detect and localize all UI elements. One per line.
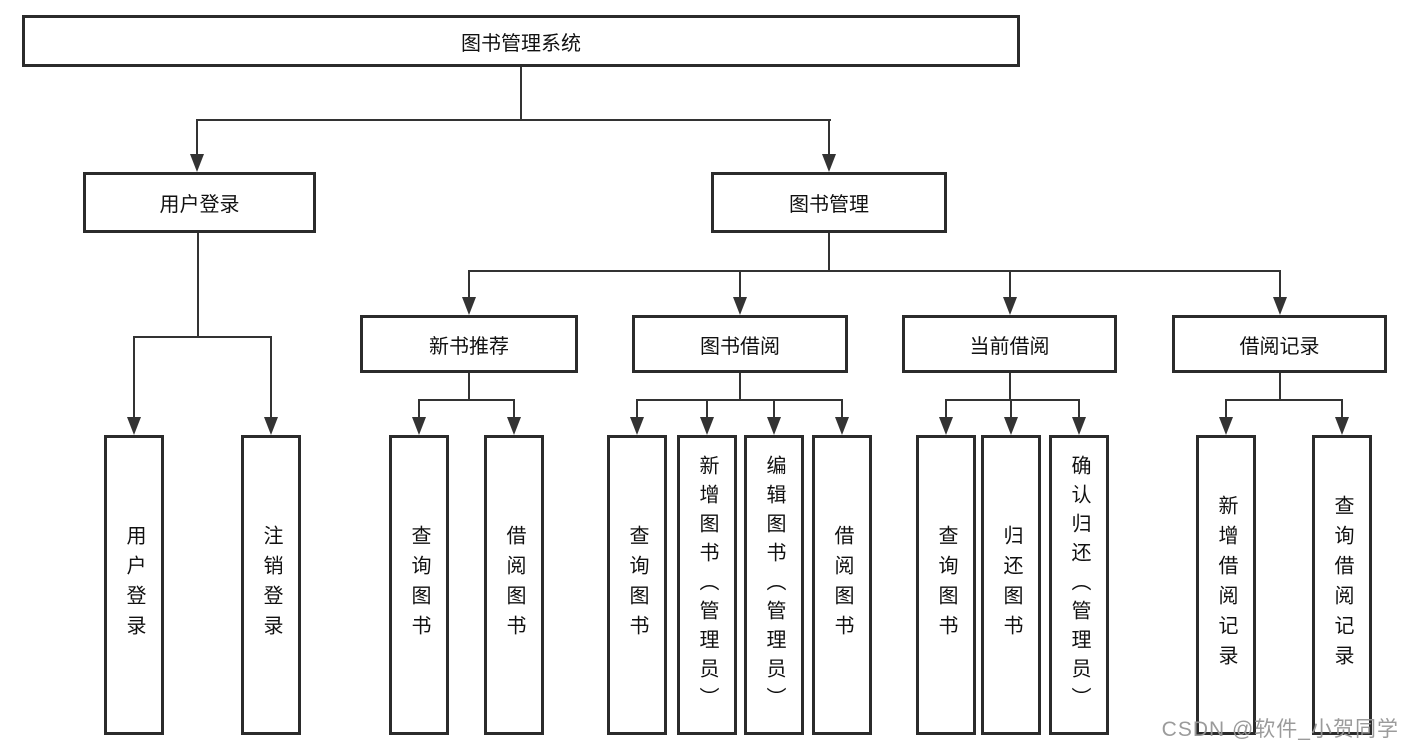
arrowhead-query-book-rec	[412, 417, 426, 435]
node-new-book-rec: 新书推荐	[360, 315, 578, 373]
connector-drop-query-book-current	[945, 399, 947, 418]
arrowhead-book-borrow	[733, 297, 747, 315]
arrowhead-edit-book-admin	[767, 417, 781, 435]
arrowhead-query-record	[1335, 417, 1349, 435]
connector-user-login-rail	[133, 336, 272, 338]
connector-drop-current-borrow	[1009, 270, 1011, 298]
arrowhead-borrow-records	[1273, 297, 1287, 315]
node-user-login: 用户登录	[83, 172, 316, 233]
connector-new-book-rec-stem	[468, 373, 470, 400]
leaf-return-book-label: 归还图书	[1000, 525, 1022, 645]
arrowhead-user-login	[190, 154, 204, 172]
node-root-label: 图书管理系统	[461, 32, 581, 55]
node-user-login-label: 用户登录	[159, 194, 240, 216]
connector-drop-return-book	[1010, 399, 1012, 418]
node-borrow-records-label: 借阅记录	[1239, 335, 1320, 358]
node-current-borrow: 当前借阅	[902, 315, 1117, 373]
node-current-borrow-label: 当前借阅	[969, 335, 1050, 358]
connector-drop-add-record	[1225, 399, 1227, 418]
node-book-mgmt: 图书管理	[711, 172, 947, 233]
connector-drop-query-record	[1341, 399, 1343, 418]
connector-drop-book-borrow	[739, 270, 741, 298]
connector-drop-borrow-book-borrow	[841, 399, 843, 418]
connector-drop-edit-book-admin	[773, 399, 775, 418]
connector-root-stem	[520, 67, 522, 120]
leaf-query-book-current-label: 查询图书	[935, 525, 957, 645]
leaf-borrow-book-rec-label: 借阅图书	[503, 525, 525, 645]
leaf-logout: 注销登录	[241, 435, 301, 735]
connector-borrow-records-stem	[1279, 373, 1281, 400]
node-new-book-rec-label: 新书推荐	[429, 335, 509, 358]
connector-drop-borrow-records	[1279, 270, 1281, 298]
connector-borrow-records-rail	[1225, 399, 1343, 401]
arrowhead-new-book-rec	[462, 297, 476, 315]
leaf-query-book-borrow-label: 查询图书	[626, 525, 648, 645]
leaf-return-book: 归还图书	[981, 435, 1041, 735]
connector-book-borrow-rail	[636, 399, 843, 401]
arrowhead-borrow-book-borrow	[835, 417, 849, 435]
leaf-confirm-return-admin: 确认归还（管理员）	[1049, 435, 1109, 735]
connector-drop-query-book-rec	[418, 399, 420, 418]
node-book-borrow: 图书借阅	[632, 315, 848, 373]
csdn-watermark: CSDN @软件_小贺同学	[1161, 718, 1399, 741]
connector-level2-rail	[196, 119, 831, 121]
leaf-user-login: 用户登录	[104, 435, 164, 735]
leaf-confirm-return-admin-label: 确认归还（管理员）	[1068, 454, 1090, 716]
arrowhead-book-mgmt	[822, 154, 836, 172]
arrowhead-confirm-return	[1072, 417, 1086, 435]
arrowhead-borrow-book-rec	[507, 417, 521, 435]
connector-drop-leaf-logout	[270, 336, 272, 418]
arrowhead-current-borrow	[1003, 297, 1017, 315]
leaf-add-book-admin: 新增图书（管理员）	[677, 435, 737, 735]
arrowhead-leaf-user-login	[127, 417, 141, 435]
connector-current-borrow-stem	[1009, 373, 1011, 400]
connector-user-login-stem	[197, 233, 199, 337]
connector-drop-add-book-admin	[706, 399, 708, 418]
connector-book-mgmt-stem	[828, 233, 830, 271]
connector-drop-query-book-borrow	[636, 399, 638, 418]
connector-drop-book-mgmt	[828, 119, 830, 156]
leaf-query-book-borrow: 查询图书	[607, 435, 667, 735]
leaf-query-book-rec-label: 查询图书	[408, 525, 430, 645]
leaf-add-borrow-record-label: 新增借阅记录	[1215, 495, 1237, 675]
leaf-add-borrow-record: 新增借阅记录	[1196, 435, 1256, 735]
connector-drop-leaf-user-login	[133, 336, 135, 418]
node-root: 图书管理系统	[22, 15, 1020, 67]
arrowhead-leaf-logout	[264, 417, 278, 435]
connector-current-borrow-rail	[945, 399, 1080, 401]
connector-new-book-rec-rail	[418, 399, 515, 401]
connector-drop-user-login	[196, 119, 198, 156]
arrowhead-query-book-borrow	[630, 417, 644, 435]
node-book-borrow-label: 图书借阅	[700, 335, 780, 358]
connector-drop-borrow-book-rec	[513, 399, 515, 418]
leaf-add-book-admin-label: 新增图书（管理员）	[696, 454, 718, 716]
arrowhead-query-book-current	[939, 417, 953, 435]
node-borrow-records: 借阅记录	[1172, 315, 1387, 373]
leaf-edit-book-admin: 编辑图书（管理员）	[744, 435, 804, 735]
connector-drop-new-book-rec	[468, 270, 470, 298]
leaf-edit-book-admin-label: 编辑图书（管理员）	[763, 454, 785, 716]
leaf-borrow-book-borrow: 借阅图书	[812, 435, 872, 735]
connector-drop-confirm-return	[1078, 399, 1080, 418]
node-book-mgmt-label: 图书管理	[789, 194, 869, 216]
arrowhead-add-book-admin	[700, 417, 714, 435]
leaf-query-book-rec: 查询图书	[389, 435, 449, 735]
leaf-query-borrow-record: 查询借阅记录	[1312, 435, 1372, 735]
arrowhead-return-book	[1004, 417, 1018, 435]
leaf-query-book-current: 查询图书	[916, 435, 976, 735]
leaf-borrow-book-rec: 借阅图书	[484, 435, 544, 735]
leaf-borrow-book-borrow-label: 借阅图书	[831, 525, 853, 645]
arrowhead-add-record	[1219, 417, 1233, 435]
connector-book-borrow-stem	[739, 373, 741, 400]
leaf-logout-label: 注销登录	[260, 525, 282, 645]
leaf-query-borrow-record-label: 查询借阅记录	[1331, 495, 1353, 675]
connector-level3-rail	[468, 270, 1281, 272]
leaf-user-login-label: 用户登录	[123, 525, 145, 645]
